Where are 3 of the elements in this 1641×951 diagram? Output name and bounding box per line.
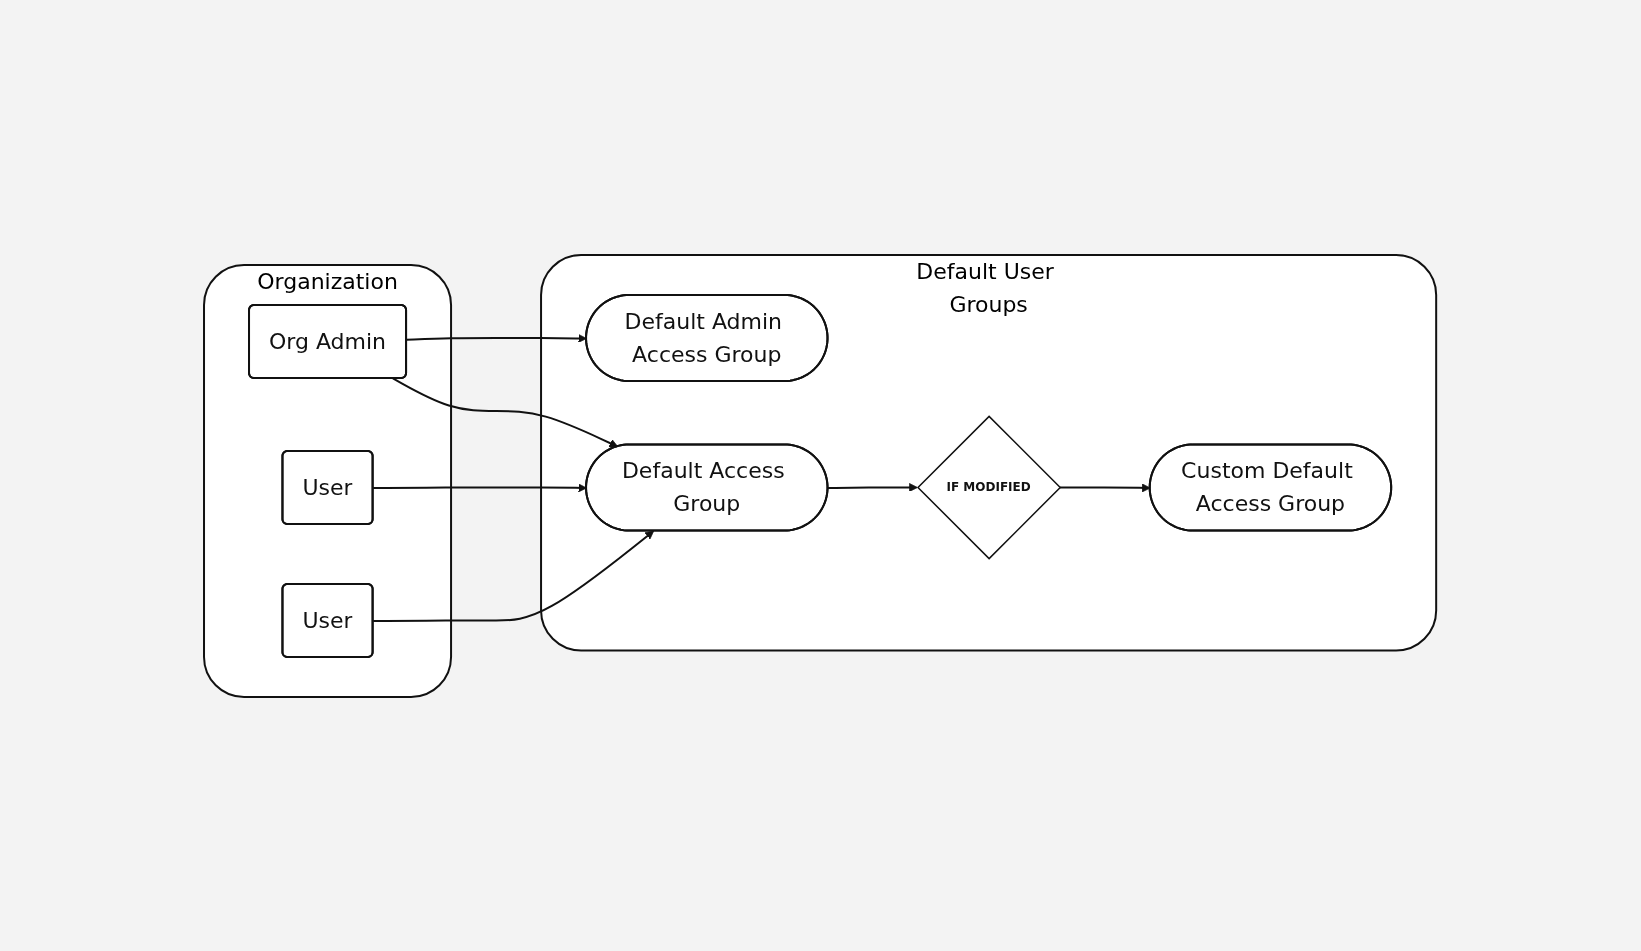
arrow <box>827 482 919 492</box>
node-diamond: IF MODIFIED <box>917 414 1062 560</box>
arrow <box>392 377 619 447</box>
